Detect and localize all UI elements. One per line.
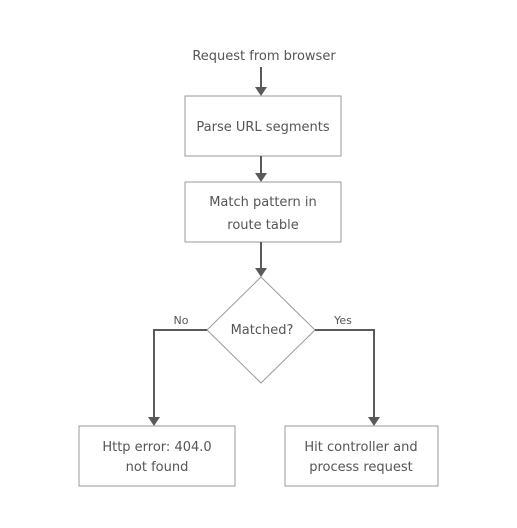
arrow-parse-to-match [255,156,267,182]
parse-url-node: Parse URL segments [184,95,342,157]
yes-branch-label: Yes [333,314,352,327]
parse-url-text: Parse URL segments [196,120,329,135]
hit-controller-node: Hit controller and process request [284,425,439,487]
arrow-yes-branch [315,329,380,426]
matched-decision-text: Matched? [231,323,294,338]
http-error-node: Http error: 404.0 not found [78,425,236,487]
arrow-no-branch [148,329,207,426]
arrow-start-to-parse [255,67,267,96]
http-error-text-line-1: Http error: 404.0 [102,440,211,455]
arrow-match-to-decision [255,242,267,277]
match-pattern-text-line-2: route table [227,218,298,233]
match-pattern-node: Match pattern in route table [184,181,342,243]
http-error-text-line-2: not found [126,460,189,475]
matched-decision-node: Matched? [206,276,316,384]
hit-controller-text-line-1: Hit controller and [304,440,417,455]
match-pattern-text-line-1: Match pattern in [209,195,317,210]
start-label: Request from browser [192,49,336,64]
no-branch-label: No [174,314,189,327]
hit-controller-text-line-2: process request [309,460,413,475]
